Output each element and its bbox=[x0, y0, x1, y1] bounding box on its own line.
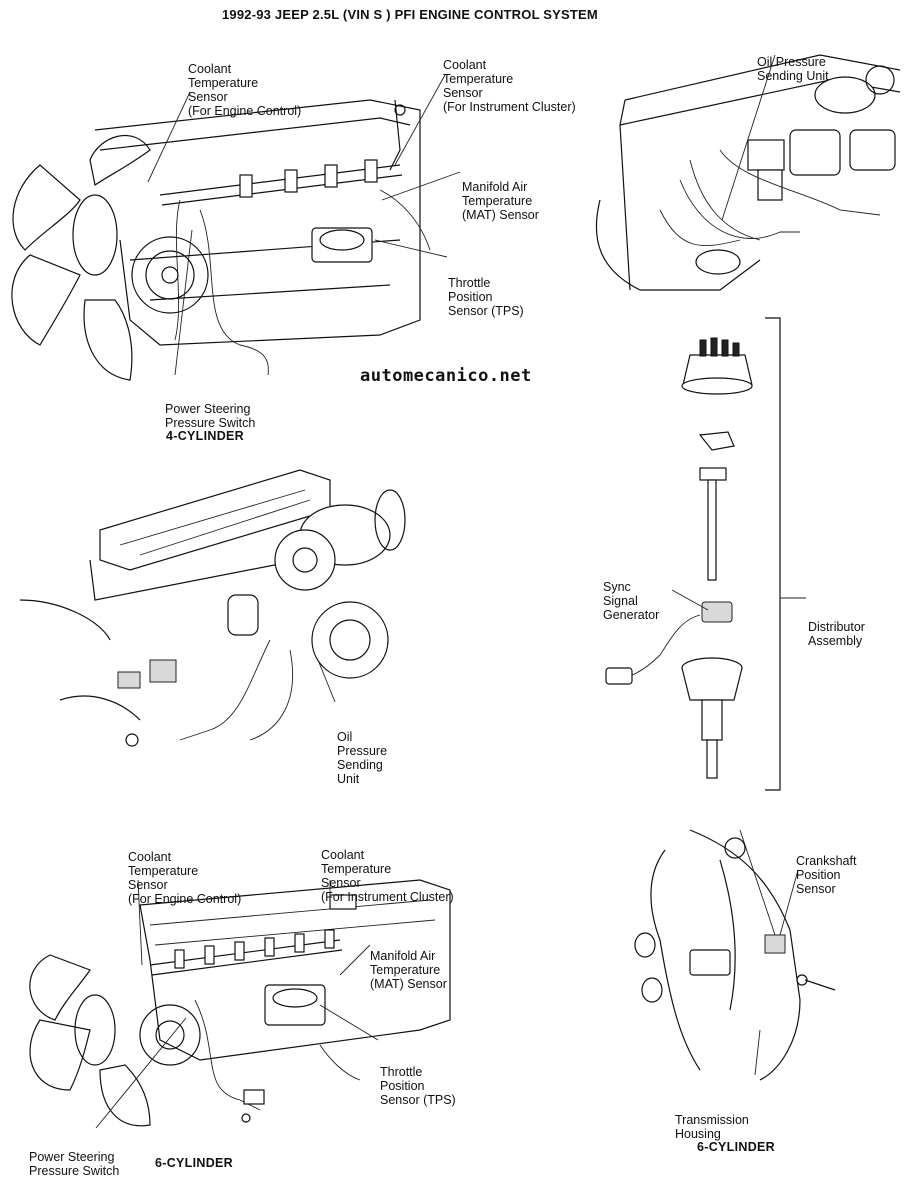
oil-pressure-engine-drawing bbox=[595, 54, 901, 291]
distributor-assembly-drawing bbox=[605, 317, 806, 791]
caption-4-cylinder: 4-CYLINDER bbox=[166, 429, 245, 443]
six-cylinder-engine-drawing bbox=[29, 879, 451, 1129]
four-cylinder-engine-drawing bbox=[11, 74, 461, 381]
caption-6-cylinder-left: 6-CYLINDER bbox=[155, 1156, 234, 1170]
oil-pressure-sending-unit-drawing bbox=[19, 469, 406, 747]
page-title: 1992-93 JEEP 2.5L (VIN S ) PFI ENGINE CO… bbox=[222, 7, 598, 22]
caption-6-cylinder-right: 6-CYLINDER bbox=[697, 1140, 776, 1154]
watermark: automecanico.net bbox=[360, 366, 532, 386]
crankshaft-sensor-drawing bbox=[634, 829, 836, 1081]
